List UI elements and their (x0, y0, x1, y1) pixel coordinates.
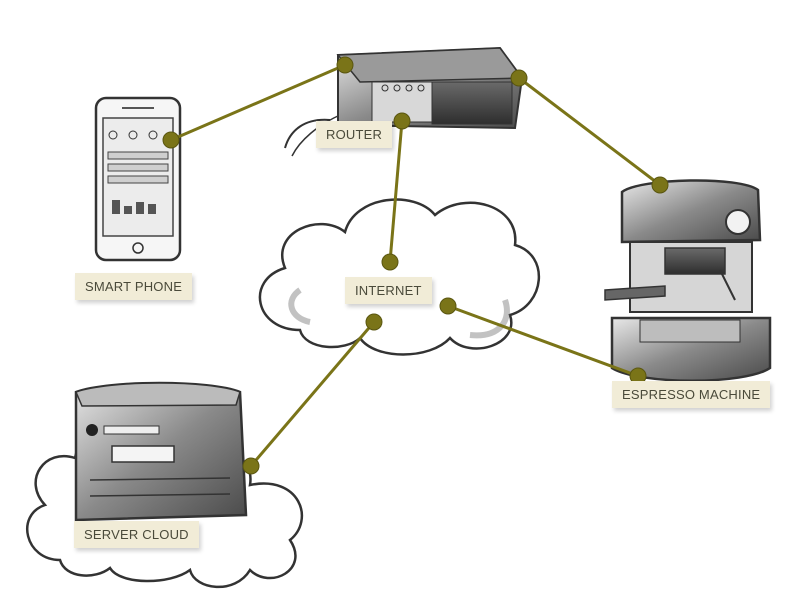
internet-cloud-icon (258, 198, 540, 356)
link-router-espresso (518, 76, 661, 187)
espresso-machine-label: ESPRESSO MACHINE (612, 381, 771, 408)
link-router-internet (388, 120, 404, 263)
espresso-machine-icon (604, 179, 772, 382)
smart-phone-label: SMART PHONE (75, 273, 193, 300)
smartphone-icon (94, 96, 182, 262)
link-internet-server (249, 321, 376, 467)
link-internet-espresso (447, 304, 639, 378)
connectors (170, 63, 661, 467)
server-cloud-label: SERVER CLOUD (74, 521, 199, 548)
node-router-bottom (393, 112, 411, 130)
node-espresso-top (651, 176, 669, 194)
node-router-right (510, 69, 528, 87)
node-internet-top (381, 253, 399, 271)
node-internet-left (365, 313, 383, 331)
server-icon (26, 381, 304, 589)
link-phone-router (170, 63, 346, 142)
node-internet-right (439, 297, 457, 315)
connector-nodes (162, 56, 669, 475)
node-router-left (336, 56, 354, 74)
internet-label: INTERNET (345, 277, 432, 304)
router-label: ROUTER (316, 121, 393, 148)
node-phone (162, 131, 180, 149)
node-server (242, 457, 260, 475)
